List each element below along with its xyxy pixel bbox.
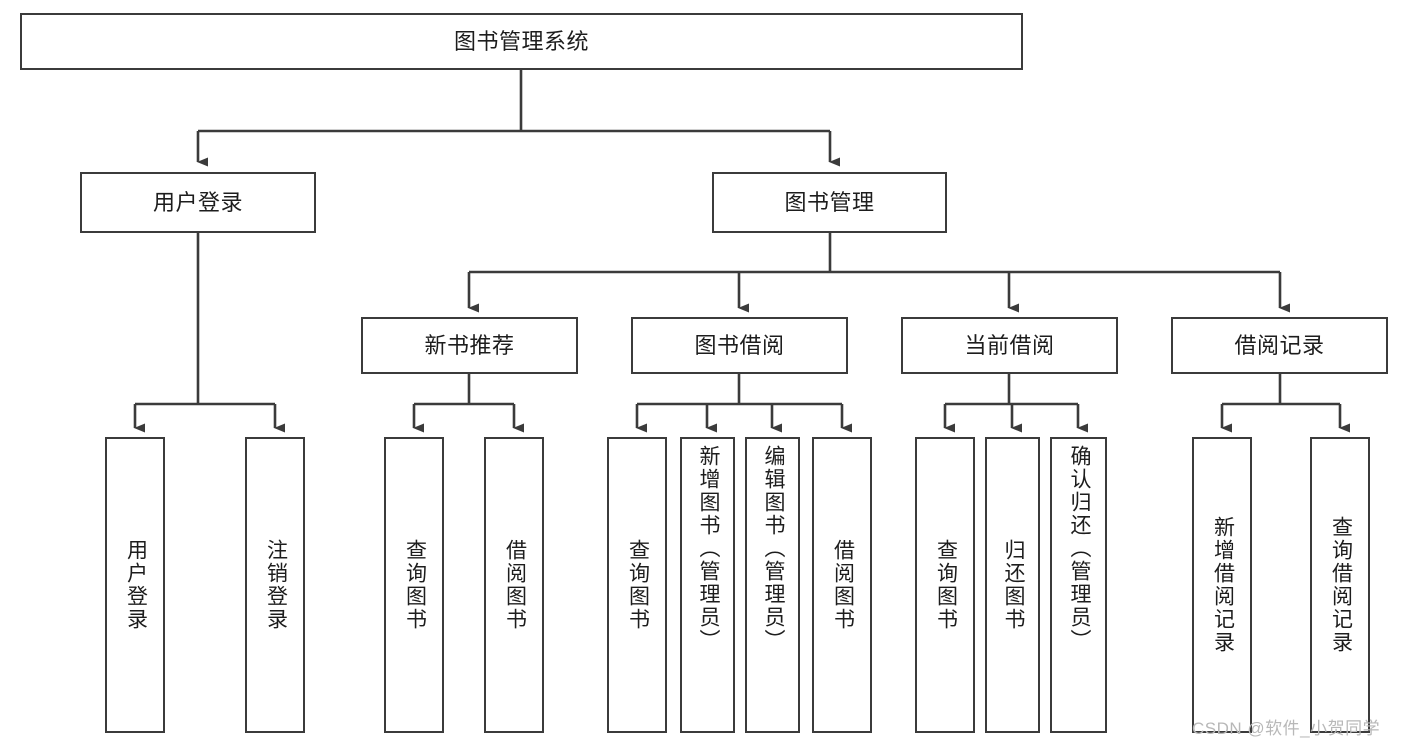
leaf-borrow-query-book[interactable]: 查询图书 [607,437,667,733]
leaf-borrow-borrow-book[interactable]: 借阅图书 [812,437,872,733]
leaf-borrow-edit-book-admin[interactable]: 编辑图书（管理员） [745,437,800,733]
leaf-record-query-record-label: 查询借阅记录 [1329,516,1353,654]
leaf-recommend-borrow-book-label: 借阅图书 [503,539,527,631]
node-user-login-label: 用户登录 [152,189,243,215]
leaf-borrow-query-book-label: 查询图书 [626,539,650,631]
node-new-book-recommend-label: 新书推荐 [424,332,515,358]
leaf-user-login-logout[interactable]: 注销登录 [245,437,305,733]
node-borrow-record[interactable]: 借阅记录 [1171,317,1388,374]
node-new-book-recommend[interactable]: 新书推荐 [361,317,578,374]
node-root[interactable]: 图书管理系统 [20,13,1023,70]
node-current-borrow-label: 当前借阅 [964,332,1055,358]
leaf-user-login-logout-label: 注销登录 [264,539,288,631]
leaf-current-return-book-label: 归还图书 [1001,539,1025,631]
node-book-borrow-label: 图书借阅 [694,332,785,358]
node-borrow-record-label: 借阅记录 [1234,332,1325,358]
node-current-borrow[interactable]: 当前借阅 [901,317,1118,374]
leaf-borrow-add-book-admin[interactable]: 新增图书（管理员） [680,437,735,733]
leaf-user-login-login[interactable]: 用户登录 [105,437,165,733]
leaf-current-query-book[interactable]: 查询图书 [915,437,975,733]
leaf-current-confirm-return-admin-label: 确认归还（管理员） [1067,445,1091,652]
leaf-recommend-query-book[interactable]: 查询图书 [384,437,444,733]
node-book-management[interactable]: 图书管理 [712,172,947,233]
node-book-management-label: 图书管理 [784,189,875,215]
leaf-current-return-book[interactable]: 归还图书 [985,437,1040,733]
leaf-record-query-record[interactable]: 查询借阅记录 [1310,437,1370,733]
leaf-record-add-record-label: 新增借阅记录 [1211,516,1235,654]
leaf-record-add-record[interactable]: 新增借阅记录 [1192,437,1252,733]
node-user-login[interactable]: 用户登录 [80,172,316,233]
leaf-recommend-query-book-label: 查询图书 [403,539,427,631]
leaf-borrow-add-book-admin-label: 新增图书（管理员） [696,445,720,652]
leaf-borrow-borrow-book-label: 借阅图书 [831,539,855,631]
node-book-borrow[interactable]: 图书借阅 [631,317,848,374]
leaf-recommend-borrow-book[interactable]: 借阅图书 [484,437,544,733]
node-root-label: 图书管理系统 [453,28,589,54]
leaf-current-query-book-label: 查询图书 [934,539,958,631]
csdn-watermark: CSDN @软件_小贺同学 [1192,719,1381,738]
leaf-current-confirm-return-admin[interactable]: 确认归还（管理员） [1050,437,1107,733]
leaf-borrow-edit-book-admin-label: 编辑图书（管理员） [761,445,785,652]
leaf-user-login-login-label: 用户登录 [124,539,148,631]
